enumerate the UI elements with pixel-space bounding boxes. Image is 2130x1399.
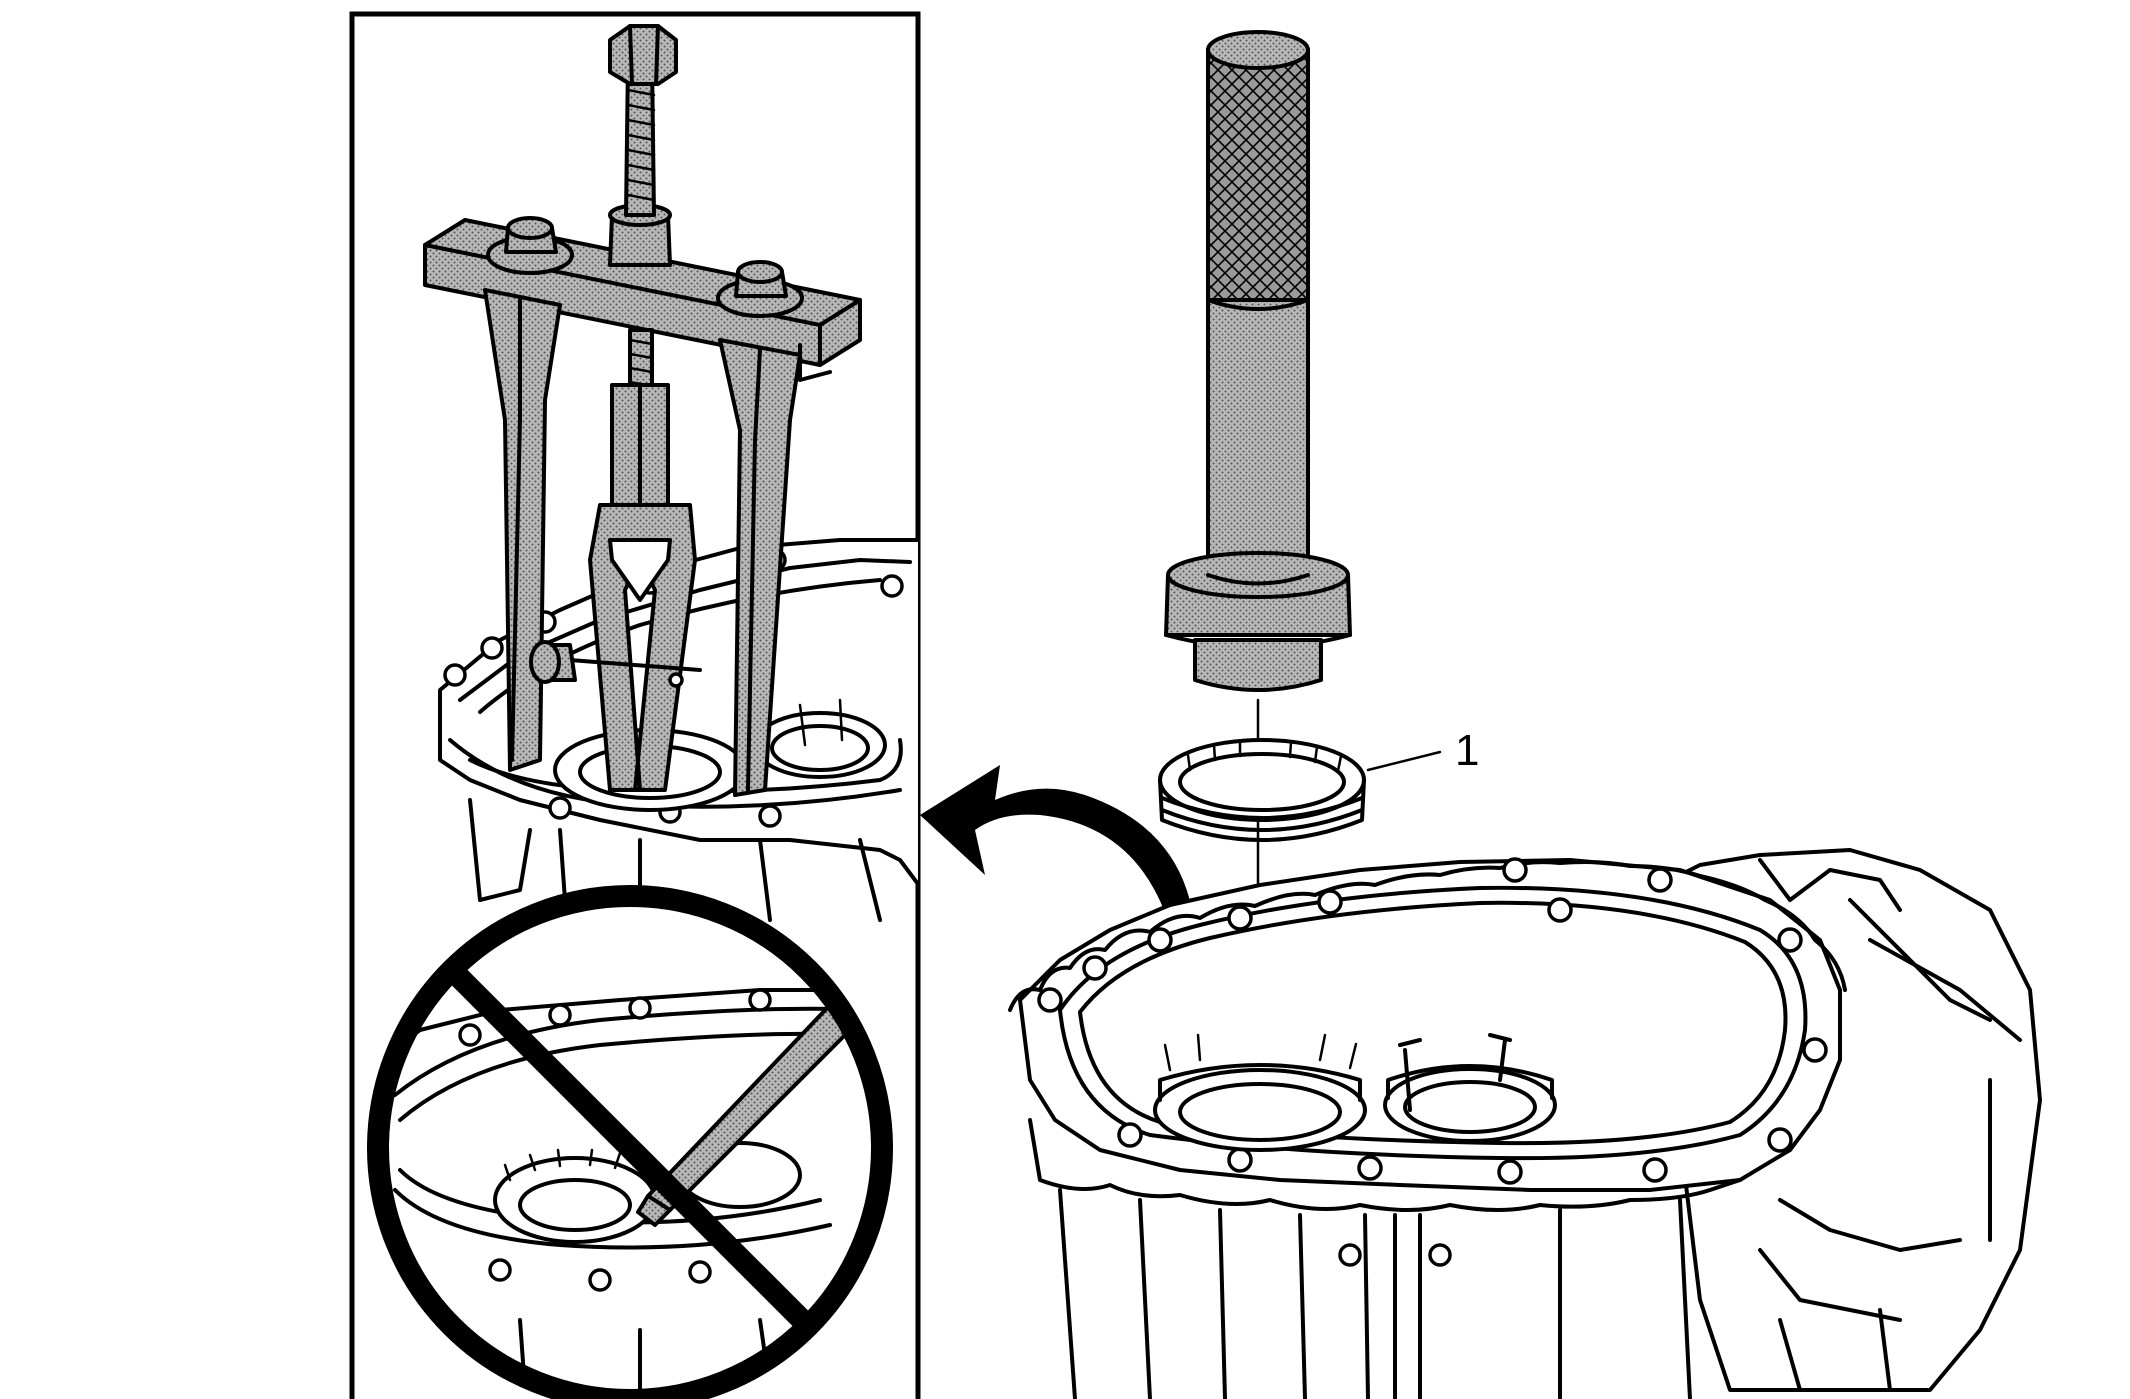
prohibited-method: [367, 885, 893, 1399]
seal-installer-tool: [1164, 30, 1352, 1142]
transfer-case-housing: [1008, 848, 2042, 1399]
prohibition-icon: [367, 885, 893, 1399]
seal: [1158, 738, 1366, 842]
bearing-puller: [423, 24, 862, 797]
callout-1: 1: [1366, 726, 1479, 775]
callout-1-label: 1: [1455, 726, 1479, 775]
inset-panel: [349, 11, 921, 1399]
curved-arrow-icon: [920, 765, 1196, 1030]
